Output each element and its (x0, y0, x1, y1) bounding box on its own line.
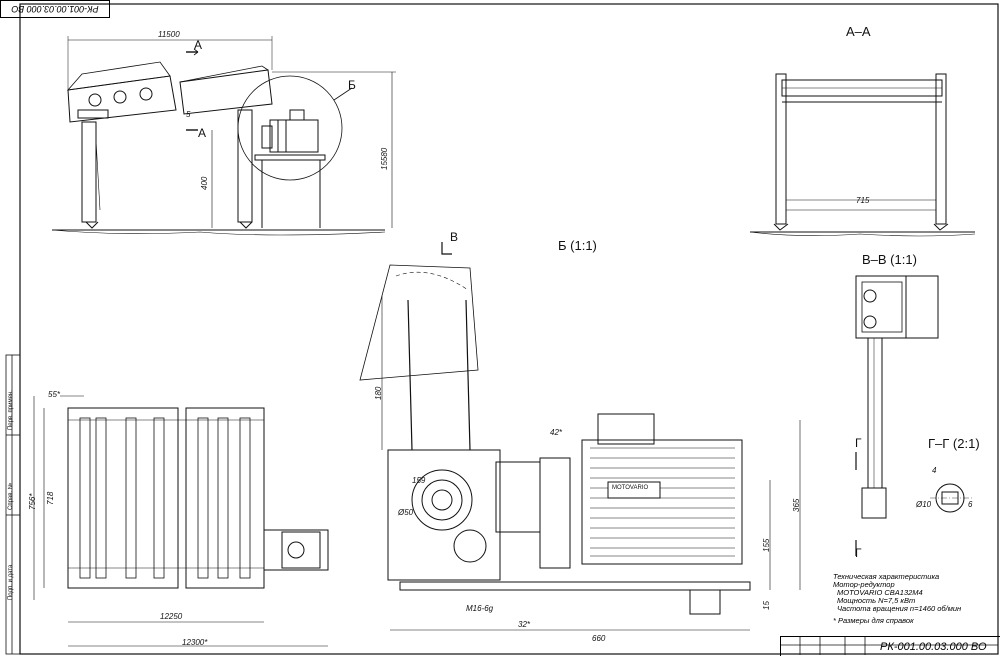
spec-line-2: MOTOVARIO CBA132M4 (837, 588, 923, 597)
dim-32: 32* (518, 620, 531, 629)
dim-small-5: 5 (186, 110, 191, 119)
detail-b-view (359, 242, 801, 631)
dim-4: 4 (932, 466, 937, 475)
cut-v-label: В (450, 230, 459, 244)
title-block-code: РК-001.00.03.000 ВО (880, 641, 987, 653)
dim-12300: 12300* (182, 638, 208, 647)
margin-label-sign-date: Подп. и дата (8, 564, 14, 600)
title-block (780, 636, 1000, 656)
dim-55: 55* (48, 390, 61, 399)
dim-height-total: 15580 (380, 147, 389, 170)
sheet-frame (19, 3, 999, 655)
dim-159: 159 (412, 476, 426, 485)
dim-365: 365 (792, 498, 801, 512)
dim-660: 660 (592, 634, 606, 643)
section-v-view (855, 275, 939, 556)
title-block-lines (780, 636, 998, 655)
drawing-code-stamp: РК-001.00.03.000 ВО (0, 0, 110, 18)
section-g-view (930, 483, 972, 513)
dim-height-400: 400 (200, 176, 209, 190)
left-margin-strips (5, 354, 21, 655)
margin-label-ref-no: Справ. № (8, 482, 14, 510)
spec-heading: Техническая характеристика (833, 572, 940, 581)
dim-10: Ø10 (916, 500, 932, 509)
section-v-title: В–В (1:1) (862, 252, 917, 267)
section-a-title: А–А (846, 24, 871, 39)
dim-top-length: 11500 (158, 30, 180, 39)
dim-42: 42* (550, 428, 563, 437)
dim-15: 15 (762, 601, 771, 610)
side-view-conveyor (51, 36, 396, 236)
callout-b-label: Б (348, 78, 356, 92)
margin-label-first-use: Перв. примен. (8, 390, 14, 430)
cut-a-top-label: А (194, 38, 203, 52)
dim-width-715: 715 (856, 196, 870, 205)
spec-line-1: Мотор-редуктор (833, 580, 895, 589)
stamp-code-text: РК-001.00.03.000 ВО (11, 4, 99, 14)
spec-line-4: Частота вращения n=1460 об/мин (837, 604, 962, 613)
dim-756: 756* (28, 493, 37, 510)
dim-12250: 12250 (160, 612, 183, 621)
dim-50: Ø50 (398, 508, 414, 517)
spec-line-3: Мощность N=7,5 кВт (837, 596, 916, 605)
section-a-view (749, 73, 976, 237)
cut-g-top-label: Г (855, 436, 862, 450)
dim-6: 6 (968, 500, 973, 509)
plan-view (33, 395, 329, 647)
dim-718: 718 (46, 491, 55, 505)
detail-b-title: Б (1:1) (558, 238, 597, 253)
dim-155: 155 (762, 538, 771, 552)
spec-footnote: * Размеры для справок (833, 616, 914, 625)
dim-180: 180 (374, 386, 383, 400)
cut-g-bottom-label: Г (855, 546, 862, 560)
motor-nameplate: MOTOVARIO (612, 485, 649, 491)
section-g-title: Г–Г (2:1) (928, 436, 980, 451)
cut-a-bottom-label: А (198, 126, 207, 140)
dim-m16: М16-6g (466, 604, 494, 613)
